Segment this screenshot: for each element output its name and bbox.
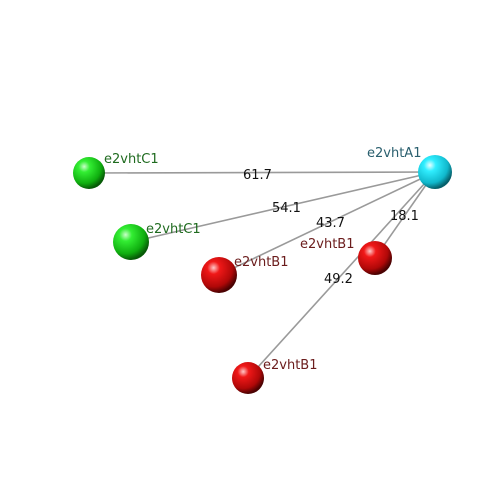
atom-label: e2vhtB1 xyxy=(234,255,289,270)
atom-label: e2vhtB1 xyxy=(263,358,318,373)
node-labels: e2vhtA1 e2vhtC1 e2vhtC1 e2vhtB1 e2vhtB1 … xyxy=(104,146,421,373)
edge-line-a1-c1 xyxy=(130,171,436,243)
distance-label: 61.7 xyxy=(243,168,272,183)
distance-label: 49.2 xyxy=(324,272,353,287)
atom-sphere-b1[interactable] xyxy=(358,241,392,275)
atom-sphere-c1[interactable] xyxy=(113,224,149,260)
distance-label: 18.1 xyxy=(390,209,419,224)
edge-line-a1-b1 xyxy=(218,171,436,276)
distance-label: 54.1 xyxy=(272,201,301,216)
edge-line-a1-b1 xyxy=(247,171,436,379)
atom-sphere-a1[interactable] xyxy=(418,155,452,189)
edge-line-a1-c1 xyxy=(88,171,436,174)
distance-label: 43.7 xyxy=(316,216,345,231)
atom-sphere-b1[interactable] xyxy=(232,362,264,394)
atom-label: e2vhtB1 xyxy=(300,237,355,252)
nodes xyxy=(73,155,452,394)
atom-label: e2vhtA1 xyxy=(367,146,421,161)
atom-label: e2vhtC1 xyxy=(104,152,159,167)
atom-sphere-b1[interactable] xyxy=(201,257,237,293)
edges xyxy=(88,171,436,379)
atom-sphere-c1[interactable] xyxy=(73,157,105,189)
edge-line-a1-b1 xyxy=(374,171,436,259)
atom-label: e2vhtC1 xyxy=(146,222,201,237)
distance-labels: 61.7 54.1 43.7 18.1 49.2 xyxy=(243,168,419,287)
